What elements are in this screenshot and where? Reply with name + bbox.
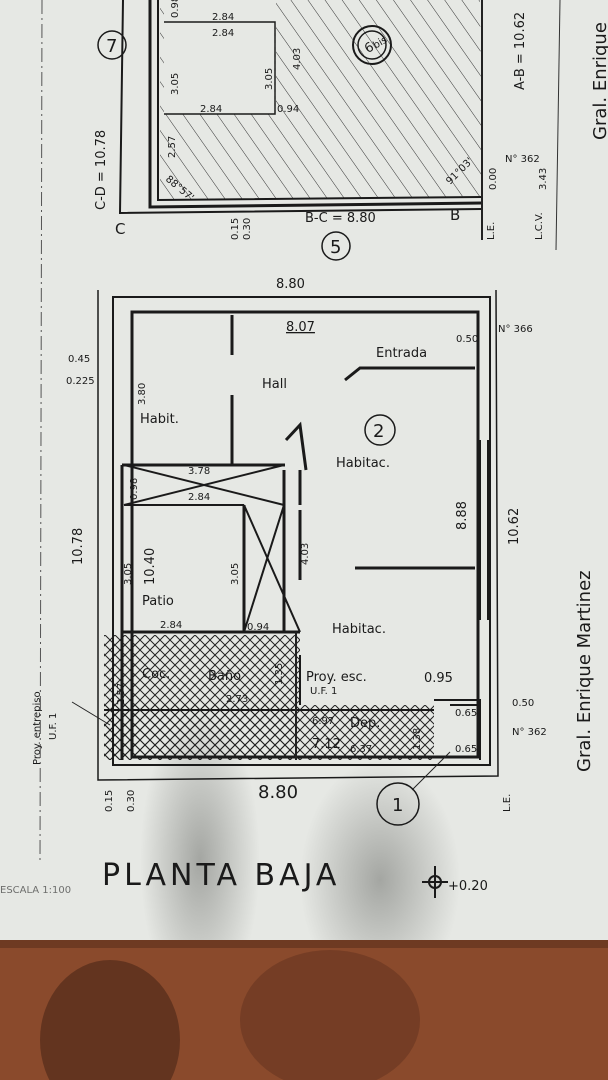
- street-number-366: N° 366: [498, 324, 533, 335]
- dim-label: 2.84: [212, 12, 234, 23]
- dim-label: 0.225: [66, 376, 95, 387]
- dim-label: 0.15: [104, 790, 115, 812]
- dim-inner-width: 8.07: [286, 320, 315, 335]
- dim-label: 0.94: [277, 104, 299, 115]
- dim-bc: B-C = 8.80: [305, 211, 376, 226]
- dim-label: 0.45: [68, 354, 90, 365]
- street-name-lower-full: Gral. Enrique Martinez: [574, 570, 595, 772]
- dim-label: 0.65: [455, 708, 477, 719]
- room-bano: Baño: [208, 669, 241, 684]
- neighbor-5: 5: [330, 237, 341, 258]
- dim-label: 3.80: [137, 383, 148, 405]
- dim-label: 3.05: [264, 68, 275, 90]
- dim-label: 0.00: [488, 168, 499, 190]
- room-patio: Patio: [142, 594, 174, 609]
- dim-label: 0.30: [126, 790, 137, 812]
- finger-shadow-table: [40, 960, 180, 1080]
- dim-top-width: 8.80: [276, 277, 305, 292]
- dim-label: 0.30: [242, 218, 253, 240]
- dim-label: 0.94: [247, 622, 269, 633]
- dim-label: 0.95: [424, 671, 453, 686]
- street-number-upper: N° 362: [505, 154, 540, 165]
- dim-label: 2.84: [212, 28, 234, 39]
- unit-number-1: 1: [392, 795, 403, 816]
- dim-label: 0.50: [512, 698, 534, 709]
- dim-label: 7.12: [312, 737, 341, 752]
- dim-label: 4.03: [292, 48, 303, 70]
- dim-label: 2.84: [188, 492, 210, 503]
- neighbor-7: 7: [106, 36, 117, 57]
- room-habitac-1: Habitac.: [336, 456, 390, 471]
- scale-label: ESCALA 1:100: [0, 885, 71, 896]
- dim-label: 2.57: [167, 136, 178, 158]
- plan-title: PLANTA BAJA: [102, 858, 340, 893]
- dim-right-height: 10.62: [507, 508, 522, 545]
- corner-b: B: [450, 206, 461, 224]
- dim-label: 4.03: [300, 543, 311, 565]
- room-habit: Habit.: [140, 412, 179, 427]
- label-proy-esc: Proy. esc.: [306, 670, 367, 685]
- corner-c: C: [115, 220, 126, 238]
- dim-label: 1.38: [412, 728, 423, 750]
- le-label: L.E.: [486, 222, 497, 240]
- street-line: [555, 0, 561, 251]
- level-value: +0.20: [448, 879, 488, 894]
- dim-label: 2.84: [200, 104, 222, 115]
- room-cocina: Coc.: [142, 667, 170, 682]
- dim-label: 6.97: [312, 716, 334, 727]
- dim-label: 3.05: [123, 563, 134, 585]
- dim-entrada: 0.50: [456, 334, 478, 345]
- dim-left-height: 10.78: [71, 528, 86, 565]
- le-label: L.E.: [502, 794, 513, 812]
- dim-label: 1.35: [274, 663, 285, 685]
- label-proy-uf1: U.F. 1: [48, 713, 59, 740]
- label-uf1: U.F. 1: [310, 686, 337, 697]
- dim-cd: C-D = 10.78: [94, 130, 109, 210]
- dim-patio-height: 10.40: [143, 548, 158, 585]
- dim-label: 0.15: [230, 218, 241, 240]
- dim-label: 3.05: [230, 563, 241, 585]
- street-number-362: N° 362: [512, 727, 547, 738]
- dim-label: 6.37: [350, 744, 372, 755]
- room-habitac-2: Habitac.: [332, 622, 386, 637]
- dim-label: 3.78: [188, 466, 210, 477]
- ground-floor-plan: 8.80 8.07 Entrada 0.50 N° 366 N° 362 Hal…: [32, 277, 547, 826]
- room-hall: Hall: [262, 377, 287, 392]
- room-entrada: Entrada: [376, 346, 427, 361]
- upper-plot: 6 bis 7 5 C-D = 10.78 A-B = 10.62 B-C = …: [94, 0, 608, 261]
- unit-number-2: 2: [373, 421, 384, 442]
- dim-label: 3.43: [538, 168, 549, 190]
- street-name-upper: Gral. Enrique: [590, 22, 608, 140]
- dim-bottom-width: 8.80: [258, 782, 298, 803]
- dim-label: 0.65: [455, 744, 477, 755]
- dim-ab: A-B = 10.62: [513, 12, 528, 90]
- label-proy-entrepiso: Proy. entrepiso: [32, 691, 43, 765]
- dim-label: 3.05: [170, 73, 181, 95]
- room-deposito: Dep.: [350, 716, 380, 731]
- dim-label: 0.98: [129, 478, 140, 500]
- lcv-label: L.C.V.: [534, 212, 545, 240]
- dim-label: 2.84: [160, 620, 182, 631]
- dim-label: 2.57: [116, 683, 127, 705]
- dim-inner-height: 8.88: [455, 501, 470, 530]
- level-marker-icon: [422, 866, 448, 898]
- finger-shadow: [140, 710, 260, 1010]
- dim-label: 2.73: [226, 694, 248, 705]
- dim-label: 0.98: [170, 0, 181, 18]
